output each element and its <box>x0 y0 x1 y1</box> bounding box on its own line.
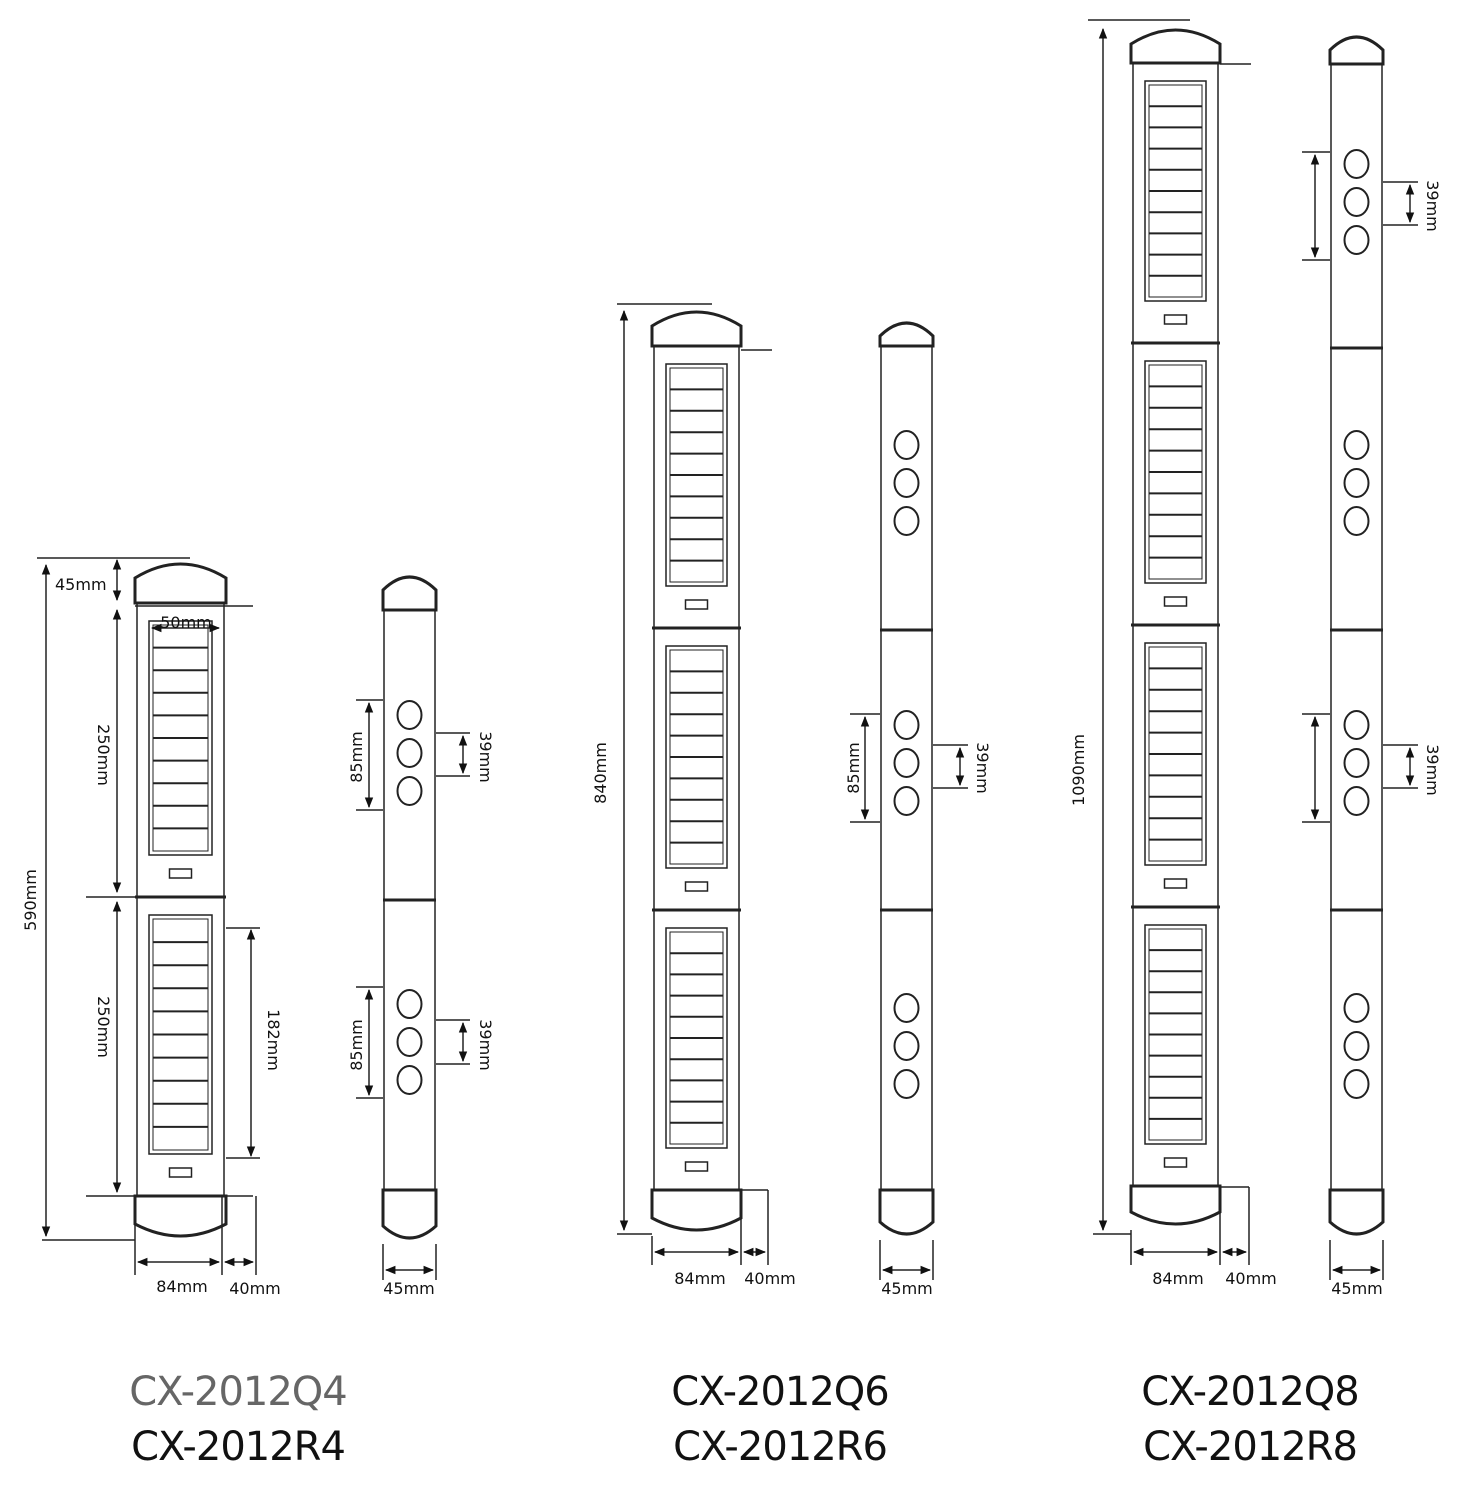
q4-post-top-cap <box>381 575 438 612</box>
q8-lens <box>1343 993 1370 1023</box>
q4-post <box>381 575 438 1240</box>
q4-bracket-width: 40mm <box>229 1279 281 1298</box>
q4-lens-span-2: 85mm <box>347 1019 366 1071</box>
q4-lens <box>396 989 423 1019</box>
q6-lens <box>893 1031 920 1061</box>
q8-post-body <box>1330 63 1383 1191</box>
q4-lens <box>396 1065 423 1095</box>
q8-indicator <box>1163 878 1188 889</box>
q6-indicator <box>684 599 709 610</box>
q6-bottom-cap <box>650 1188 743 1232</box>
q4-post-bottom-cap <box>381 1188 438 1240</box>
q4-lens <box>396 776 423 806</box>
q6-overall-height: 840mm <box>591 742 610 804</box>
q4-lens-pitch-1: 39mm <box>476 731 495 783</box>
q6-lens <box>893 1069 920 1099</box>
q6-lens <box>893 506 920 536</box>
q8-indicator <box>1163 314 1188 325</box>
q4-top-cap: 45mm <box>55 575 107 594</box>
q6-lens <box>893 786 920 816</box>
q8-lens <box>1343 786 1370 816</box>
q4-section-height-2: 250mm <box>94 996 113 1058</box>
q8-post-bottom-cap <box>1328 1188 1385 1236</box>
q6-indicator <box>684 1161 709 1172</box>
q4-indicator <box>168 1167 193 1178</box>
q8-lens <box>1343 710 1370 740</box>
q8-window <box>1144 642 1207 866</box>
q4-window <box>148 914 213 1155</box>
q6-body <box>653 345 740 1191</box>
q4-lens <box>396 1027 423 1057</box>
q6-bracket-width: 40mm <box>744 1269 796 1288</box>
q8-lens <box>1343 187 1370 217</box>
q8-window <box>1144 360 1207 584</box>
q6-window <box>665 927 728 1149</box>
q6-lens-pitch: 39mm <box>973 742 992 794</box>
q6-window <box>665 363 728 587</box>
q6-post-width: 45mm <box>881 1279 933 1298</box>
q6-post-body <box>880 345 933 1191</box>
q4-indicator <box>168 868 193 879</box>
q6-body-width: 84mm <box>674 1269 726 1288</box>
q4-top-cap <box>133 562 228 605</box>
q4-body-width: 84mm <box>156 1277 208 1296</box>
q8-post <box>1328 35 1385 1236</box>
q8-lens <box>1343 468 1370 498</box>
q4-lens <box>396 738 423 768</box>
q6-window <box>665 645 728 869</box>
q8-post-top-cap <box>1328 35 1385 66</box>
q8-lens <box>1343 225 1370 255</box>
q8-bracket-width: 40mm <box>1225 1269 1277 1288</box>
q8-bottom-cap <box>1129 1184 1222 1226</box>
q6-lens <box>893 748 920 778</box>
q6-indicator <box>684 881 709 892</box>
q8-lens <box>1343 1069 1370 1099</box>
q6-column <box>650 310 743 1232</box>
r6-model-name: CX-2012R6 <box>673 1424 887 1470</box>
q6-lens <box>893 710 920 740</box>
q8-post-width: 45mm <box>1331 1279 1383 1298</box>
q4-window <box>148 620 213 856</box>
q6-model-name: CX-2012Q6 <box>671 1369 889 1415</box>
q4-window-width: 50mm <box>160 613 212 632</box>
q4-window-height: 182mm <box>264 1009 283 1071</box>
q4-lens <box>396 700 423 730</box>
q4-lens-span-1: 85mm <box>347 731 366 783</box>
q8-indicator <box>1163 596 1188 607</box>
q8-indicator <box>1163 1157 1188 1168</box>
q8-lens <box>1343 1031 1370 1061</box>
q8-model-name: CX-2012Q8 <box>1141 1369 1359 1415</box>
q8-lens <box>1343 149 1370 179</box>
q8-overall-height: 1090mm <box>1069 734 1088 806</box>
q4-column <box>133 562 228 1238</box>
r8-model-name: CX-2012R8 <box>1143 1424 1357 1470</box>
q6-lens <box>893 468 920 498</box>
q6-post-top-cap <box>878 321 935 348</box>
q4-overall-height: 590mm <box>21 869 40 931</box>
q4-post-width: 45mm <box>383 1279 435 1298</box>
q8-lens-pitch-1: 39mm <box>1423 180 1442 232</box>
q6-lens-span: 85mm <box>844 742 863 794</box>
q8-body-width: 84mm <box>1152 1269 1204 1288</box>
q8-top-cap <box>1129 28 1222 65</box>
q6-lens <box>893 430 920 460</box>
q8-column <box>1129 28 1222 1226</box>
q4-section-height-1: 250mm <box>94 724 113 786</box>
q6-post <box>878 321 935 1236</box>
q6-lens <box>893 993 920 1023</box>
r4-model-name: CX-2012R4 <box>131 1424 345 1470</box>
q8-lens <box>1343 748 1370 778</box>
q8-lens-pitch-2: 39mm <box>1423 744 1442 796</box>
q4-lens-pitch-2: 39mm <box>476 1019 495 1071</box>
q8-lens <box>1343 430 1370 460</box>
q4-bottom-cap <box>133 1194 228 1238</box>
q4-model-name: CX-2012Q4 <box>129 1369 347 1415</box>
q8-lens <box>1343 506 1370 536</box>
q8-window <box>1144 80 1207 302</box>
q8-window <box>1144 924 1207 1145</box>
q6-top-cap <box>650 310 743 348</box>
q6-post-bottom-cap <box>878 1188 935 1236</box>
